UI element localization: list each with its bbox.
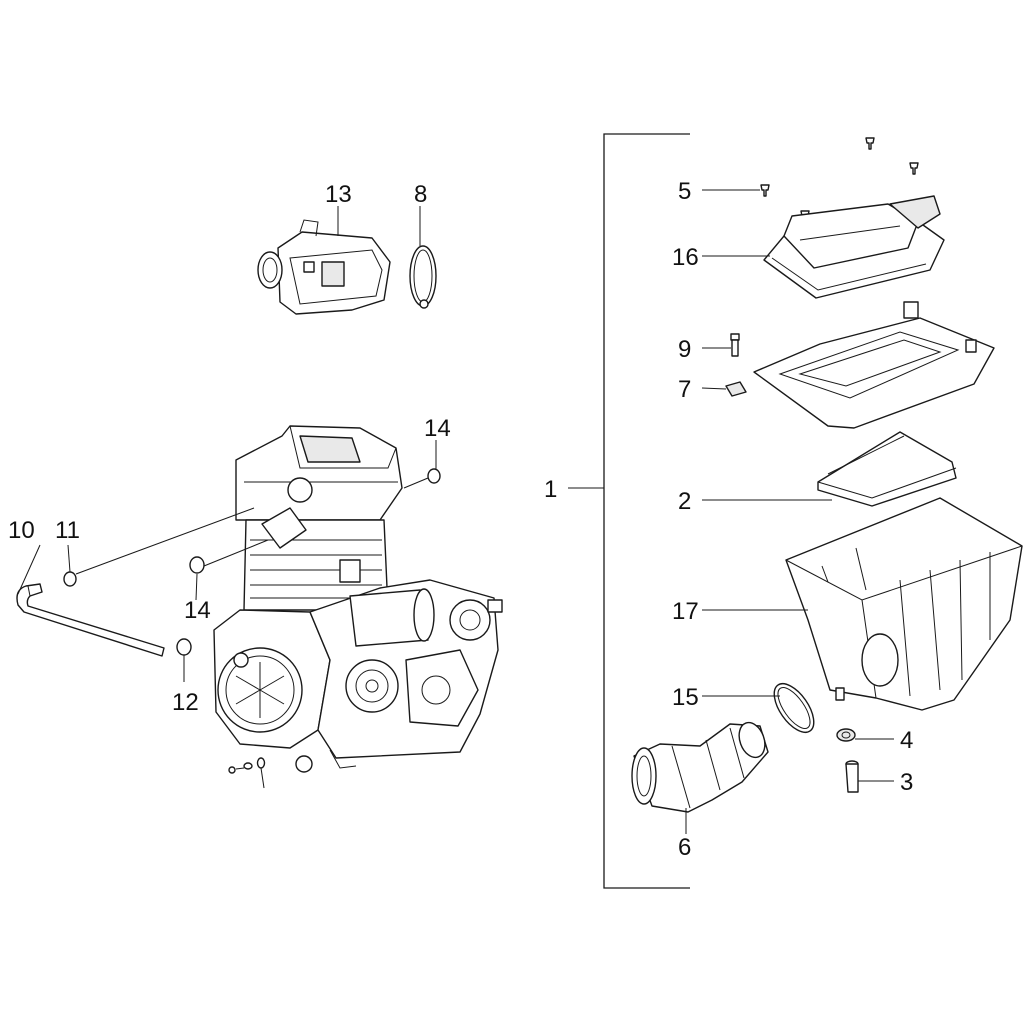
part-10-breather-hose [16,583,165,657]
engine-assembly [213,425,503,773]
callout-13: 13 [325,181,352,208]
airbox-frame [753,301,995,429]
part-3-drain-tube [845,760,859,793]
callout-14-left: 14 [184,597,211,624]
part-8-hose-clamp [409,245,437,309]
callout-12: 12 [172,689,199,716]
drain-bolt-washers [228,757,266,774]
part-16-airbox-cover [763,195,945,299]
callout-3: 3 [900,769,913,796]
part-15-clamp [773,682,815,734]
callout-17: 17 [672,598,699,625]
callout-11: 11 [55,517,80,544]
callout-6: 6 [678,834,691,861]
part-7-clip-nut [725,381,747,397]
part-13-intake-body [257,219,391,315]
part-12-clamp [176,638,192,656]
callout-4: 4 [900,727,913,754]
assembly-bracket [603,133,690,889]
callout-15: 15 [672,684,699,711]
part-14-plug-top [427,468,441,484]
leader-lines [17,189,894,834]
part-2-air-filter [817,431,957,507]
callout-14-top: 14 [424,415,451,442]
callout-2: 2 [678,488,691,515]
callout-16: 16 [672,244,699,271]
callout-5: 5 [678,178,691,205]
callout-9: 9 [678,336,691,363]
part-17-airbox-body [785,497,1023,711]
part-9-bolt [730,333,740,357]
part-6-intake-boot [631,721,769,813]
part-14-plug-left [189,556,205,574]
callout-10: 10 [8,517,35,544]
callout-8: 8 [414,181,427,208]
part-11-small-clamp [63,571,77,587]
callout-1: 1 [544,476,557,503]
callout-7: 7 [678,376,691,403]
part-4-clamp [836,728,856,742]
